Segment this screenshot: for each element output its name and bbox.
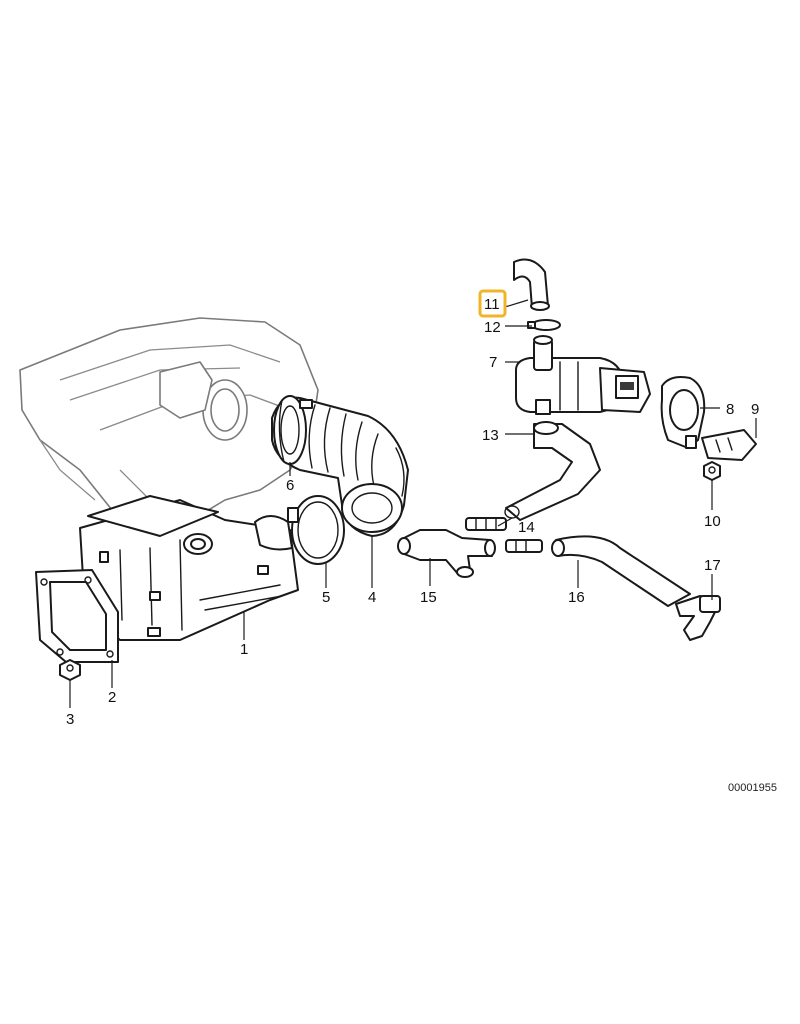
curved-hose[interactable] [504, 421, 601, 521]
bracket-clip[interactable] [701, 429, 757, 461]
engine-manifold-background [19, 317, 319, 526]
callout-1[interactable]: 1 [240, 641, 248, 658]
callout-12[interactable]: 12 [484, 319, 501, 336]
callout-17[interactable]: 17 [704, 557, 721, 574]
callout-2[interactable]: 2 [108, 689, 116, 706]
callout-9[interactable]: 9 [751, 401, 759, 418]
callout-8[interactable]: 8 [726, 401, 734, 418]
callout-labels: 1 2 3 4 5 6 7 8 9 10 11 12 13 14 15 16 1… [66, 296, 759, 728]
elbow-hose[interactable] [513, 258, 550, 311]
callout-10[interactable]: 10 [704, 513, 721, 530]
highlight-box [478, 289, 507, 318]
hose-clamp-large[interactable] [287, 495, 345, 565]
bracket-nut[interactable] [703, 461, 721, 481]
callout-3[interactable]: 3 [66, 711, 74, 728]
small-hose-clamp[interactable] [527, 319, 561, 331]
hose-clamp-small[interactable] [278, 399, 313, 463]
callout-4[interactable]: 4 [368, 589, 376, 606]
callout-11[interactable]: 11 [484, 296, 500, 313]
valve-bracket[interactable] [660, 376, 706, 449]
long-hose[interactable] [551, 535, 691, 607]
hose-connectors[interactable] [465, 517, 543, 553]
gasket-plate[interactable] [35, 569, 119, 663]
diagram-reference-code: 00001955 [728, 782, 777, 794]
callout-5[interactable]: 5 [322, 589, 330, 606]
elbow-connector[interactable] [675, 595, 721, 641]
callout-6[interactable]: 6 [286, 477, 294, 494]
callout-7[interactable]: 7 [489, 354, 497, 371]
callout-15[interactable]: 15 [420, 589, 437, 606]
callout-13[interactable]: 13 [482, 427, 499, 444]
hex-nut[interactable] [59, 659, 81, 681]
idle-control-valve[interactable] [515, 335, 651, 415]
t-connector[interactable] [397, 529, 496, 578]
callout-16[interactable]: 16 [568, 589, 585, 606]
leader-lines [69, 299, 757, 708]
air-flow-meter[interactable] [79, 495, 299, 641]
callout-14[interactable]: 14 [518, 519, 535, 536]
